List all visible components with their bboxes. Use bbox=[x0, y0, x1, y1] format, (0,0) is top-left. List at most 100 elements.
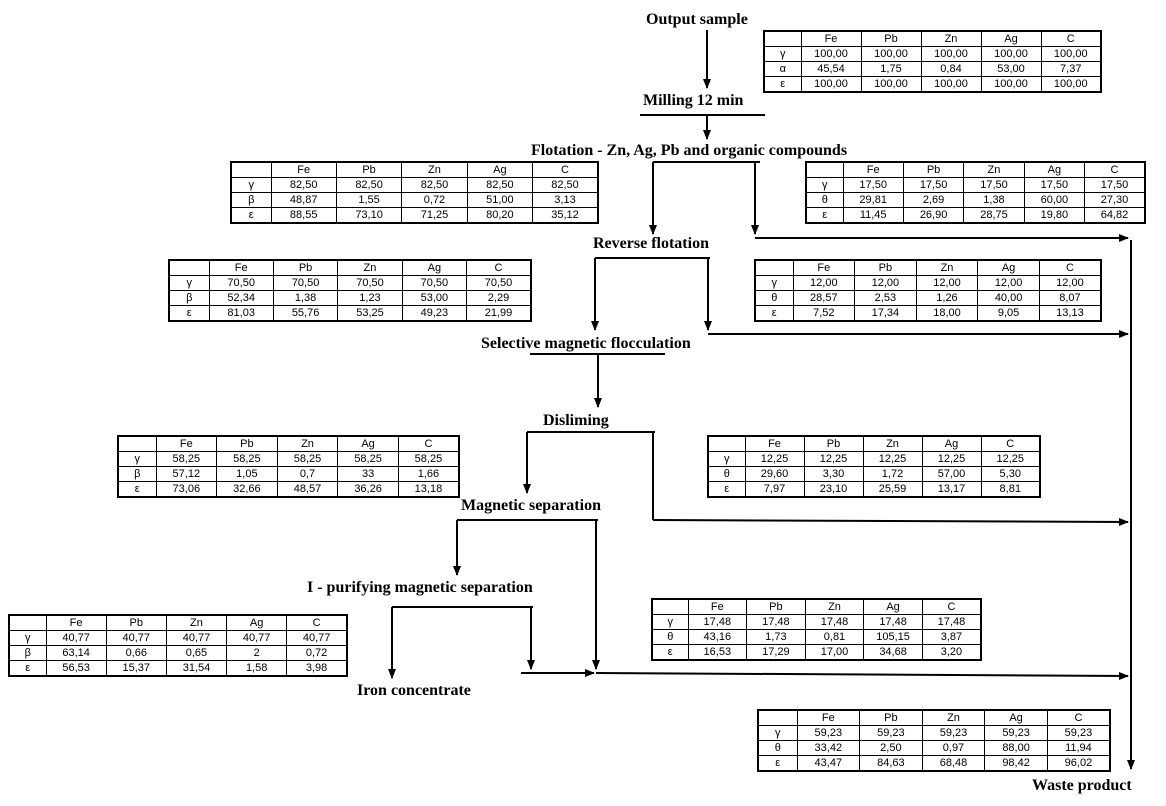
table-cell: 1,75 bbox=[860, 61, 922, 77]
table-cell: 7,52 bbox=[792, 305, 856, 322]
table-cell: γ bbox=[754, 275, 794, 291]
table-cell: 1,72 bbox=[862, 466, 923, 482]
table-cell: 1,05 bbox=[216, 466, 278, 482]
table-cell: γ bbox=[168, 275, 210, 291]
table-cell: 1,66 bbox=[397, 466, 460, 482]
table-cell: 60,00 bbox=[1023, 192, 1086, 208]
table-cell: ε bbox=[805, 207, 844, 224]
table-cell: C bbox=[532, 161, 599, 178]
table-cell: 0,84 bbox=[920, 61, 982, 77]
table-cell: 17,34 bbox=[854, 305, 917, 322]
table-cell: Ag bbox=[466, 161, 534, 178]
table-cell: 43,47 bbox=[796, 755, 861, 772]
table-cell bbox=[651, 598, 689, 615]
table-cell: 28,75 bbox=[963, 207, 1025, 224]
table-cell: 17,29 bbox=[746, 644, 806, 661]
table-cell: C bbox=[921, 598, 982, 615]
table-cell: Zn bbox=[276, 435, 339, 452]
table-cell: ε bbox=[230, 207, 272, 224]
table-cell: 55,76 bbox=[272, 305, 339, 322]
table-cell: 100,00 bbox=[800, 76, 862, 93]
table-cell: Pb bbox=[272, 259, 339, 276]
table-cell: 64,82 bbox=[1084, 207, 1146, 224]
table-cell: ε bbox=[117, 481, 157, 498]
table-cell: 9,05 bbox=[977, 305, 1040, 322]
table-cell: 2,69 bbox=[902, 192, 965, 208]
table-cell: ε bbox=[757, 755, 798, 772]
table-cell bbox=[763, 30, 802, 47]
table-cell: C bbox=[1084, 161, 1146, 178]
table-cell: 70,50 bbox=[466, 275, 532, 291]
table-cell: 48,87 bbox=[270, 192, 337, 208]
table-cell: Fe bbox=[744, 435, 805, 452]
table-cell: 34,68 bbox=[863, 644, 923, 661]
table-cell: 8,81 bbox=[980, 481, 1041, 498]
table-cell: 53,00 bbox=[980, 61, 1042, 77]
table-cell: Fe bbox=[842, 161, 904, 178]
table-cell: α bbox=[763, 61, 802, 77]
table-cell: 17,50 bbox=[1023, 177, 1086, 193]
table-cell: Pb bbox=[859, 709, 923, 726]
table-cell bbox=[757, 709, 798, 726]
table-cell: 1,38 bbox=[272, 290, 339, 306]
table-cell: 0,7 bbox=[276, 466, 339, 482]
table-cell: Ag bbox=[977, 259, 1040, 276]
table-cell: 40,77 bbox=[226, 630, 288, 646]
table-cell: 82,50 bbox=[532, 177, 599, 193]
stage-flotation: Flotation - Zn, Ag, Pb and organic compo… bbox=[531, 142, 848, 159]
stage-iron-concentrate: Iron concentrate bbox=[357, 682, 471, 699]
table-cell: Ag bbox=[984, 709, 1048, 726]
stage-milling: Milling 12 min bbox=[643, 92, 744, 109]
table-cell: 45,54 bbox=[800, 61, 862, 77]
table-cell: θ bbox=[757, 740, 798, 756]
table-cell: 3,30 bbox=[803, 466, 864, 482]
table-cell: 100,00 bbox=[800, 46, 862, 62]
table-cell: γ bbox=[763, 46, 802, 62]
stage-output-sample: Output sample bbox=[646, 11, 748, 28]
table-cell: 59,23 bbox=[921, 725, 986, 741]
table-cell: Ag bbox=[921, 435, 982, 452]
table-cell: 35,12 bbox=[532, 207, 599, 224]
table-cell: Pb bbox=[105, 614, 167, 631]
table-cell: 59,23 bbox=[1046, 725, 1111, 741]
table-cell: 59,23 bbox=[859, 725, 923, 741]
table-cell: Ag bbox=[226, 614, 288, 631]
table-cell: Zn bbox=[862, 435, 923, 452]
table-cell: 11,45 bbox=[842, 207, 904, 224]
table-cell: Pb bbox=[216, 435, 278, 452]
table-cell: 17,48 bbox=[863, 614, 923, 630]
table-cell: 27,30 bbox=[1084, 192, 1146, 208]
stage-reverse-flotation: Reverse flotation bbox=[593, 235, 709, 252]
table-cell: 13,13 bbox=[1038, 305, 1102, 322]
table-cell: 15,37 bbox=[105, 660, 167, 677]
table-cell: Ag bbox=[863, 598, 923, 615]
table-cell: 17,50 bbox=[902, 177, 965, 193]
table-cell: C bbox=[397, 435, 460, 452]
table-cell: 3,13 bbox=[532, 192, 599, 208]
table-cell: 73,06 bbox=[155, 481, 218, 498]
table-cell: 0,81 bbox=[804, 629, 865, 645]
